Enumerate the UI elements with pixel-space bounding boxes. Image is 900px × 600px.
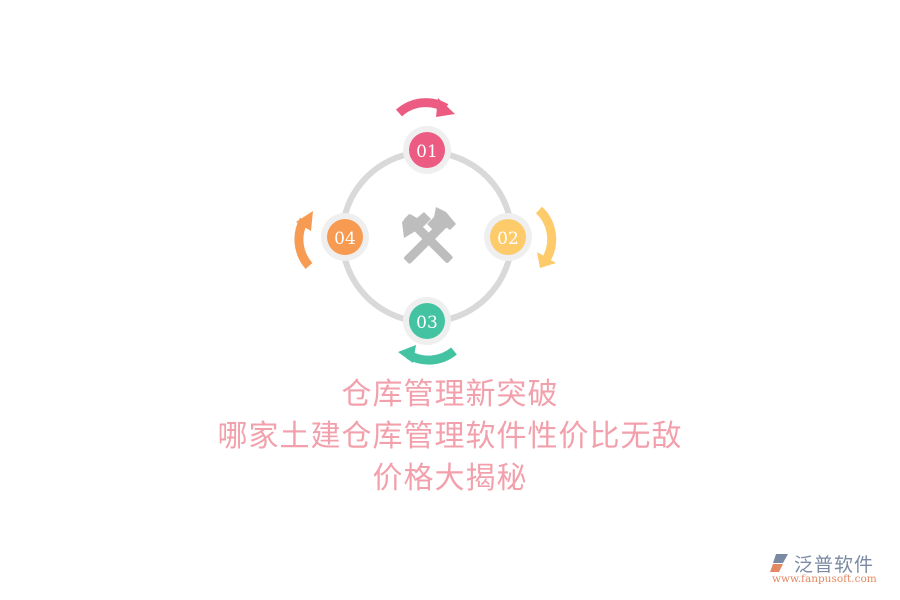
- logo-url: www.fanpusoft.com: [772, 573, 877, 585]
- clockwise-arrow-left: [294, 211, 313, 269]
- title-line-3: 价格大揭秘: [372, 461, 528, 496]
- step-node-03: 03: [403, 297, 451, 345]
- step-node-04: 04: [321, 213, 369, 261]
- logo-name: 泛普软件: [794, 554, 875, 576]
- cycle-diagram: 01 02 03 04: [294, 98, 557, 365]
- crossed-hammers-icon: [402, 207, 456, 264]
- title-line-1: 仓库管理新突破: [341, 377, 559, 412]
- step-label-02: 02: [497, 229, 519, 249]
- clockwise-arrow-right: [535, 206, 557, 268]
- clockwise-arrow-bottom: [398, 345, 457, 365]
- step-label-04: 04: [334, 229, 356, 249]
- clockwise-arrow-top: [395, 98, 455, 117]
- title-line-2: 哪家土建仓库管理软件性价比无敌: [217, 419, 683, 454]
- step-label-03: 03: [416, 313, 438, 333]
- step-label-01: 01: [416, 142, 438, 162]
- step-node-01: 01: [403, 126, 451, 174]
- brand-logo: 泛普软件 www.fanpusoft.com: [770, 550, 895, 590]
- step-node-02: 02: [484, 213, 532, 261]
- logo-mark-icon: [770, 554, 788, 572]
